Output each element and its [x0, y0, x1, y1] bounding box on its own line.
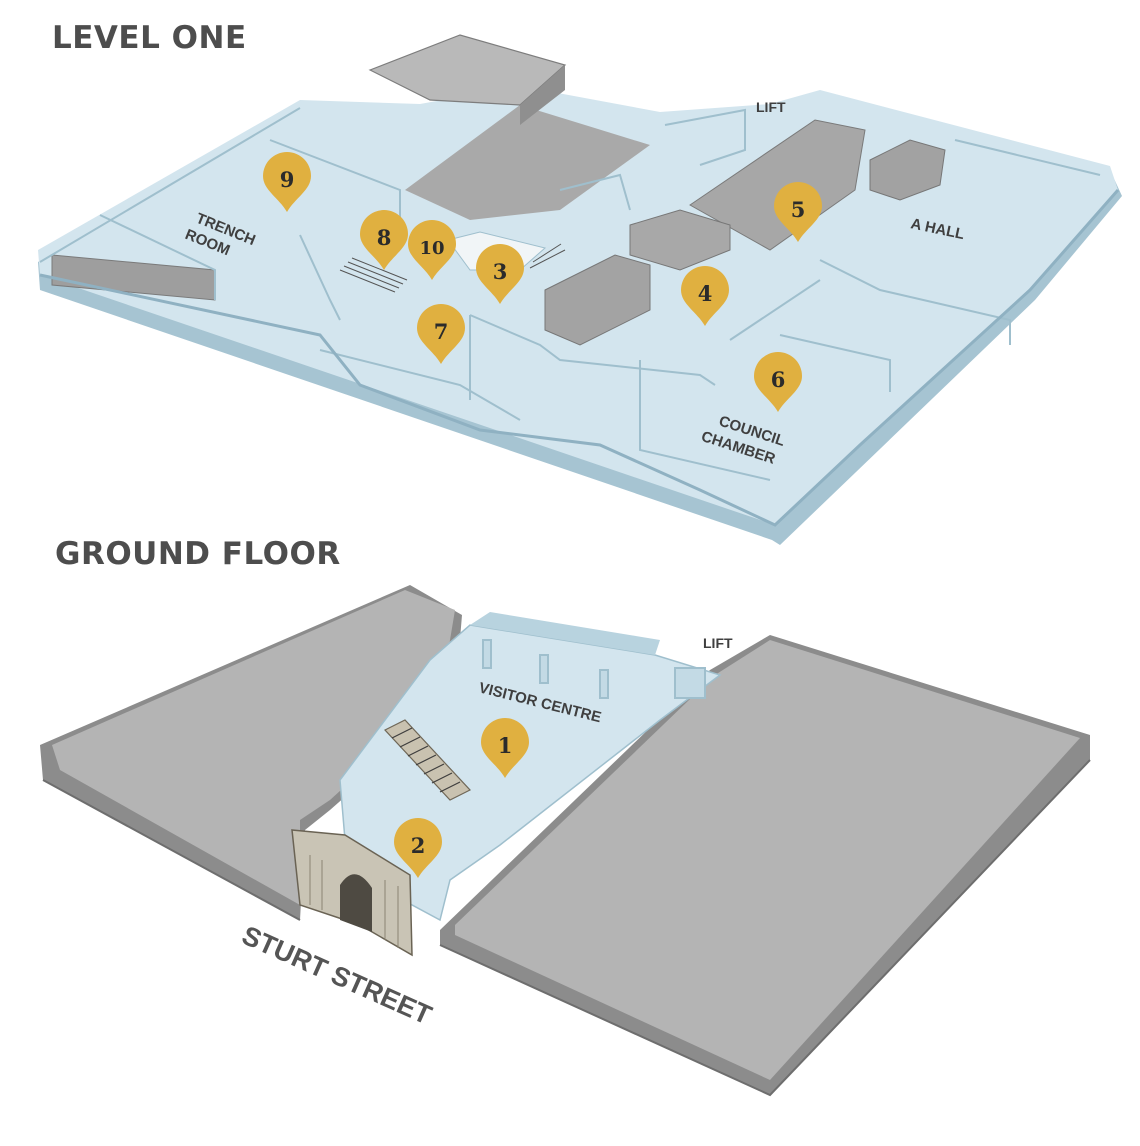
dark-wing-side — [520, 65, 565, 125]
level-one-outer-rim — [39, 189, 1120, 527]
map-pin-icon — [481, 718, 529, 778]
map-pin-icon — [263, 152, 311, 212]
marker-5-number: 5 — [791, 197, 806, 222]
staircase-icon — [339, 243, 566, 293]
central-dark-block — [544, 254, 651, 346]
east-wing-floor — [455, 640, 1080, 1080]
map-pin-icon — [394, 818, 442, 878]
marker-7[interactable]: 7 — [417, 304, 465, 364]
dark-wing-block — [405, 105, 650, 220]
west-wing-rim — [42, 779, 301, 921]
map-pin-icon — [360, 210, 408, 270]
ground-floor-lift-label: LIFT — [703, 635, 733, 651]
ground-floor-plan: VISITOR CENTRE LIFT STURT STREET — [40, 585, 1091, 1097]
staircase-icon — [384, 719, 471, 801]
marker-1-number: 1 — [498, 733, 513, 758]
marker-2-number: 2 — [411, 833, 426, 858]
level-one-lift-label: LIFT — [756, 99, 786, 115]
east-wing-rim — [439, 759, 1091, 1097]
west-wing-floor — [52, 590, 455, 905]
ground-floor-markers: 1 2 — [394, 718, 529, 878]
marker-3-number: 3 — [493, 259, 508, 284]
level-one-markers: 9 8 10 3 5 4 7 — [263, 152, 822, 412]
marker-7-number: 7 — [434, 319, 449, 344]
map-pin-icon — [681, 266, 729, 326]
corridor-block — [689, 119, 866, 251]
marker-2[interactable]: 2 — [394, 818, 442, 878]
ground-floor-title: GROUND FLOOR — [55, 536, 341, 572]
visitor-centre-back-wall — [470, 612, 660, 655]
marker-8-number: 8 — [377, 225, 392, 250]
map-pin-icon — [408, 220, 456, 280]
level-one-plan: TRENCH ROOM A HALL COUNCIL CHAMBER LIFT — [38, 34, 1122, 545]
visitor-centre-partitions — [482, 639, 706, 699]
marker-5[interactable]: 5 — [774, 182, 822, 242]
mid-dark-block — [629, 209, 731, 271]
marker-9[interactable]: 9 — [263, 152, 311, 212]
marker-10[interactable]: 10 — [408, 220, 456, 280]
marker-1[interactable]: 1 — [481, 718, 529, 778]
map-pin-icon — [774, 182, 822, 242]
marker-4[interactable]: 4 — [681, 266, 729, 326]
marker-3[interactable]: 3 — [476, 244, 524, 304]
marker-6-number: 6 — [771, 367, 786, 392]
map-pin-icon — [417, 304, 465, 364]
marker-8[interactable]: 8 — [360, 210, 408, 270]
map-pin-icon — [754, 352, 802, 412]
map-pin-icon — [476, 244, 524, 304]
building-facade-icon — [291, 829, 413, 957]
right-dark-room — [869, 139, 946, 201]
marker-10-number: 10 — [419, 238, 444, 259]
marker-6[interactable]: 6 — [754, 352, 802, 412]
level-one-title: LEVEL ONE — [52, 20, 247, 56]
marker-9-number: 9 — [280, 167, 295, 192]
marker-4-number: 4 — [698, 281, 713, 306]
